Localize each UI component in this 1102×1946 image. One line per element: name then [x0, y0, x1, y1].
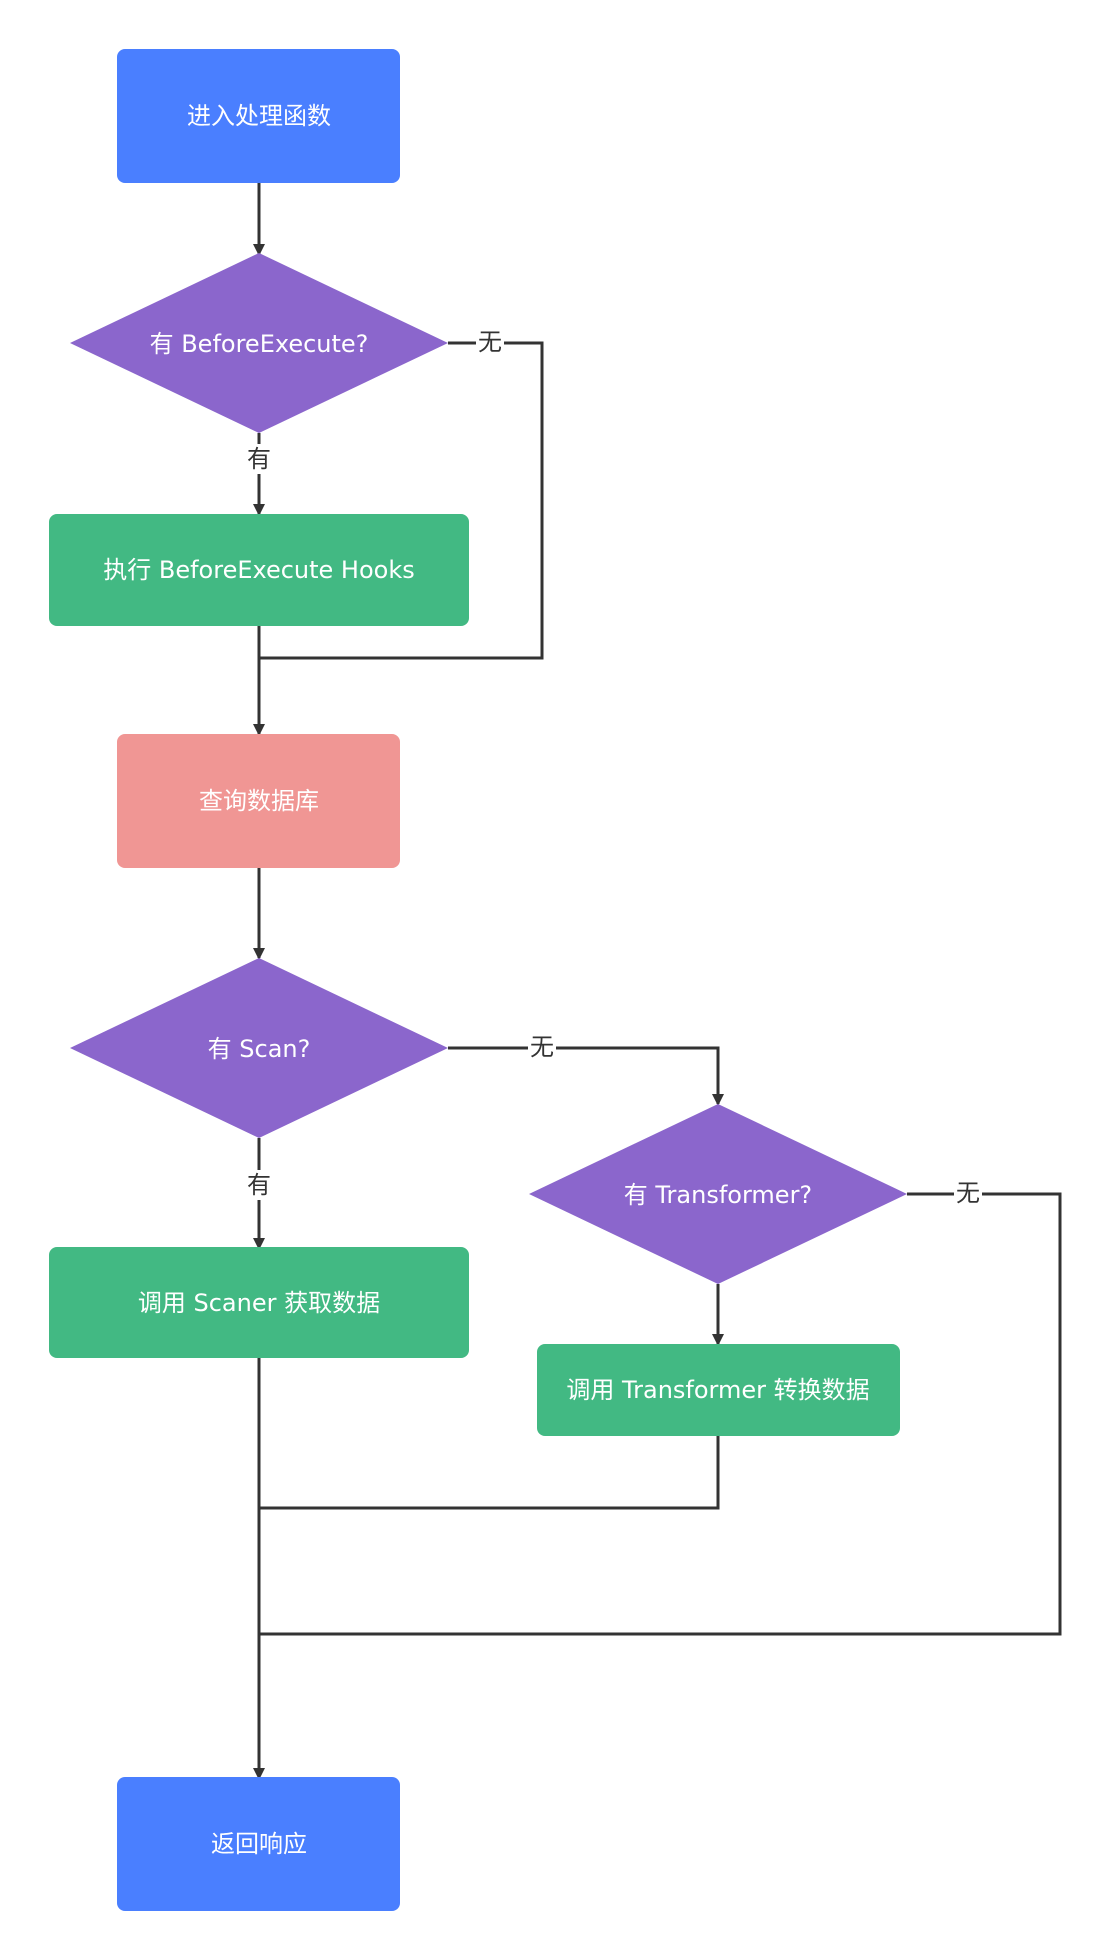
node-has-scan[interactable]: 有 Scan?	[70, 958, 448, 1138]
edges-layer	[253, 183, 1062, 1780]
node-start-shape	[117, 49, 400, 183]
edge-label-transformer-no: 无	[956, 1179, 980, 1207]
node-start-label: 进入处理函数	[187, 102, 331, 130]
node-has-scan-shape	[70, 958, 448, 1138]
edge-transformer-no	[259, 1192, 1062, 1636]
node-end-shape	[117, 1777, 400, 1911]
edge-label-scan-no: 无	[530, 1033, 554, 1061]
edge-label-scan-yes: 有	[247, 1171, 271, 1199]
edge-label-before-yes: 有	[247, 445, 271, 473]
node-has-before-execute-shape	[70, 253, 448, 433]
node-end-label: 返回响应	[211, 1830, 307, 1858]
node-has-transformer-shape	[529, 1104, 907, 1284]
edge-scan-no	[448, 1046, 724, 1106]
node-call-transformer-label: 调用 Transformer 转换数据	[566, 1376, 869, 1404]
node-has-transformer[interactable]: 有 Transformer?	[529, 1104, 907, 1284]
node-call-transformer-shape	[537, 1344, 900, 1436]
node-end[interactable]: 返回响应	[117, 1777, 400, 1911]
node-query-db-shape	[117, 734, 400, 868]
node-query-db[interactable]: 查询数据库	[117, 734, 400, 868]
node-run-before-execute[interactable]: 执行 BeforeExecute Hooks	[49, 514, 469, 626]
node-call-scaner[interactable]: 调用 Scaner 获取数据	[49, 1247, 469, 1358]
nodes-layer: 进入处理函数 有 BeforeExecute? 执行 BeforeExecute…	[49, 49, 907, 1911]
node-has-before-execute-label: 有 BeforeExecute?	[150, 330, 369, 358]
node-call-scaner-shape	[49, 1247, 469, 1358]
edge-labels-layer: 有 无 有 无 无	[246, 328, 982, 1209]
node-run-before-execute-shape	[49, 514, 469, 626]
node-run-before-execute-label: 执行 BeforeExecute Hooks	[103, 556, 415, 584]
edge-transformer-to-merge	[259, 1436, 720, 1510]
node-start[interactable]: 进入处理函数	[117, 49, 400, 183]
node-call-transformer[interactable]: 调用 Transformer 转换数据	[537, 1344, 900, 1436]
node-has-scan-label: 有 Scan?	[208, 1035, 311, 1063]
edge-label-before-no: 无	[478, 328, 502, 356]
node-query-db-label: 查询数据库	[199, 787, 319, 815]
node-has-before-execute[interactable]: 有 BeforeExecute?	[70, 253, 448, 433]
node-call-scaner-label: 调用 Scaner 获取数据	[138, 1289, 380, 1317]
node-has-transformer-label: 有 Transformer?	[624, 1181, 812, 1209]
